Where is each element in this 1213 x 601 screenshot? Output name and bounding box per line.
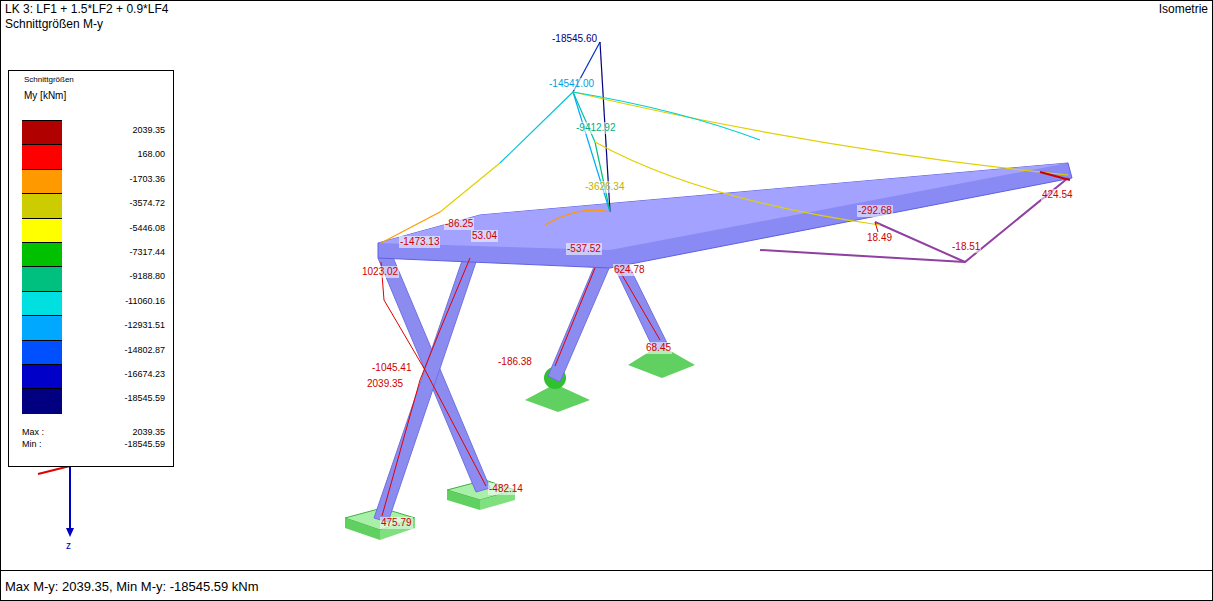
- moment-value: -482.14: [488, 483, 524, 495]
- moment-value: 2039.35: [366, 378, 404, 390]
- caption-divider: [0, 570, 1213, 571]
- moment-value: -9412.92: [575, 122, 616, 134]
- supports: [345, 345, 695, 540]
- label: -18545.59: [124, 439, 165, 449]
- label: Isometrie: [1159, 3, 1208, 17]
- moment-value: -1045.41: [371, 362, 412, 374]
- slab: [378, 163, 1072, 268]
- legend-swatch: [22, 340, 62, 365]
- legend-swatch: [22, 291, 62, 316]
- truss: [760, 178, 1068, 262]
- caption: Max M-y: 2039.35, Min M-y: -18545.59 kNm: [5, 580, 259, 595]
- moment-value: -1473.13: [399, 236, 440, 248]
- legend-value: -14802.87: [124, 345, 165, 355]
- moment-value: 475.79: [380, 517, 413, 529]
- legend-swatch: [22, 120, 62, 145]
- moment-value: 1023.02: [361, 266, 399, 278]
- moment-value: 624.78: [613, 264, 646, 276]
- legend-value: -12931.51: [124, 320, 165, 330]
- moment-value: 424.54: [1041, 189, 1074, 201]
- moment-value: -3626.34: [584, 181, 625, 193]
- label: Max :: [22, 427, 44, 437]
- legend-value: -7317.44: [129, 247, 165, 257]
- legend-value: -9188.80: [129, 271, 165, 281]
- legend-swatch: [22, 242, 62, 267]
- legend-swatch: [22, 266, 62, 291]
- moment-diagram: [381, 42, 1070, 243]
- label: Schnittgrößen M-y: [5, 18, 103, 32]
- moment-value: -537.52: [566, 243, 602, 255]
- column-moments: [381, 222, 878, 516]
- legend-value: 2039.35: [132, 125, 165, 135]
- title: LK 3: LF1 + 1.5*LF2 + 0.9*LF4: [5, 3, 168, 17]
- legend-swatch: [22, 315, 62, 340]
- legend-value: -11060.16: [125, 296, 165, 306]
- moment-value: 53.04: [471, 230, 498, 242]
- legend-swatch: [22, 193, 62, 218]
- label: Schnittgrößen: [24, 75, 74, 84]
- legend-value: -16674.23: [124, 369, 165, 379]
- legend-swatch: [22, 144, 62, 169]
- moment-value: 68.45: [645, 342, 672, 354]
- label: Min :: [22, 439, 42, 449]
- moment-value: -18.51: [951, 241, 981, 253]
- label: z: [66, 540, 71, 552]
- moment-value: -18545.60: [551, 33, 598, 45]
- legend-value: -3574.72: [129, 198, 165, 208]
- legend-swatch: [22, 364, 62, 389]
- label: 2039.35: [132, 427, 165, 437]
- legend-value: -1703.36: [129, 174, 165, 184]
- moment-value: -86.25: [444, 218, 474, 230]
- label: My [kNm]: [24, 90, 66, 102]
- moment-value: 18.49: [866, 232, 893, 244]
- legend-swatch: [22, 388, 62, 413]
- legend-value: -18545.59: [124, 393, 165, 403]
- legend-value: 168.00: [137, 149, 165, 159]
- moment-value: -186.38: [497, 356, 533, 368]
- moment-value: -14541.00: [548, 78, 595, 90]
- axis-triad: [38, 456, 100, 537]
- legend-value: -5446.08: [129, 223, 165, 233]
- moment-value: -292.68: [857, 205, 893, 217]
- legend-swatch: [22, 169, 62, 194]
- columns: [374, 252, 668, 522]
- legend-swatch: [22, 218, 62, 243]
